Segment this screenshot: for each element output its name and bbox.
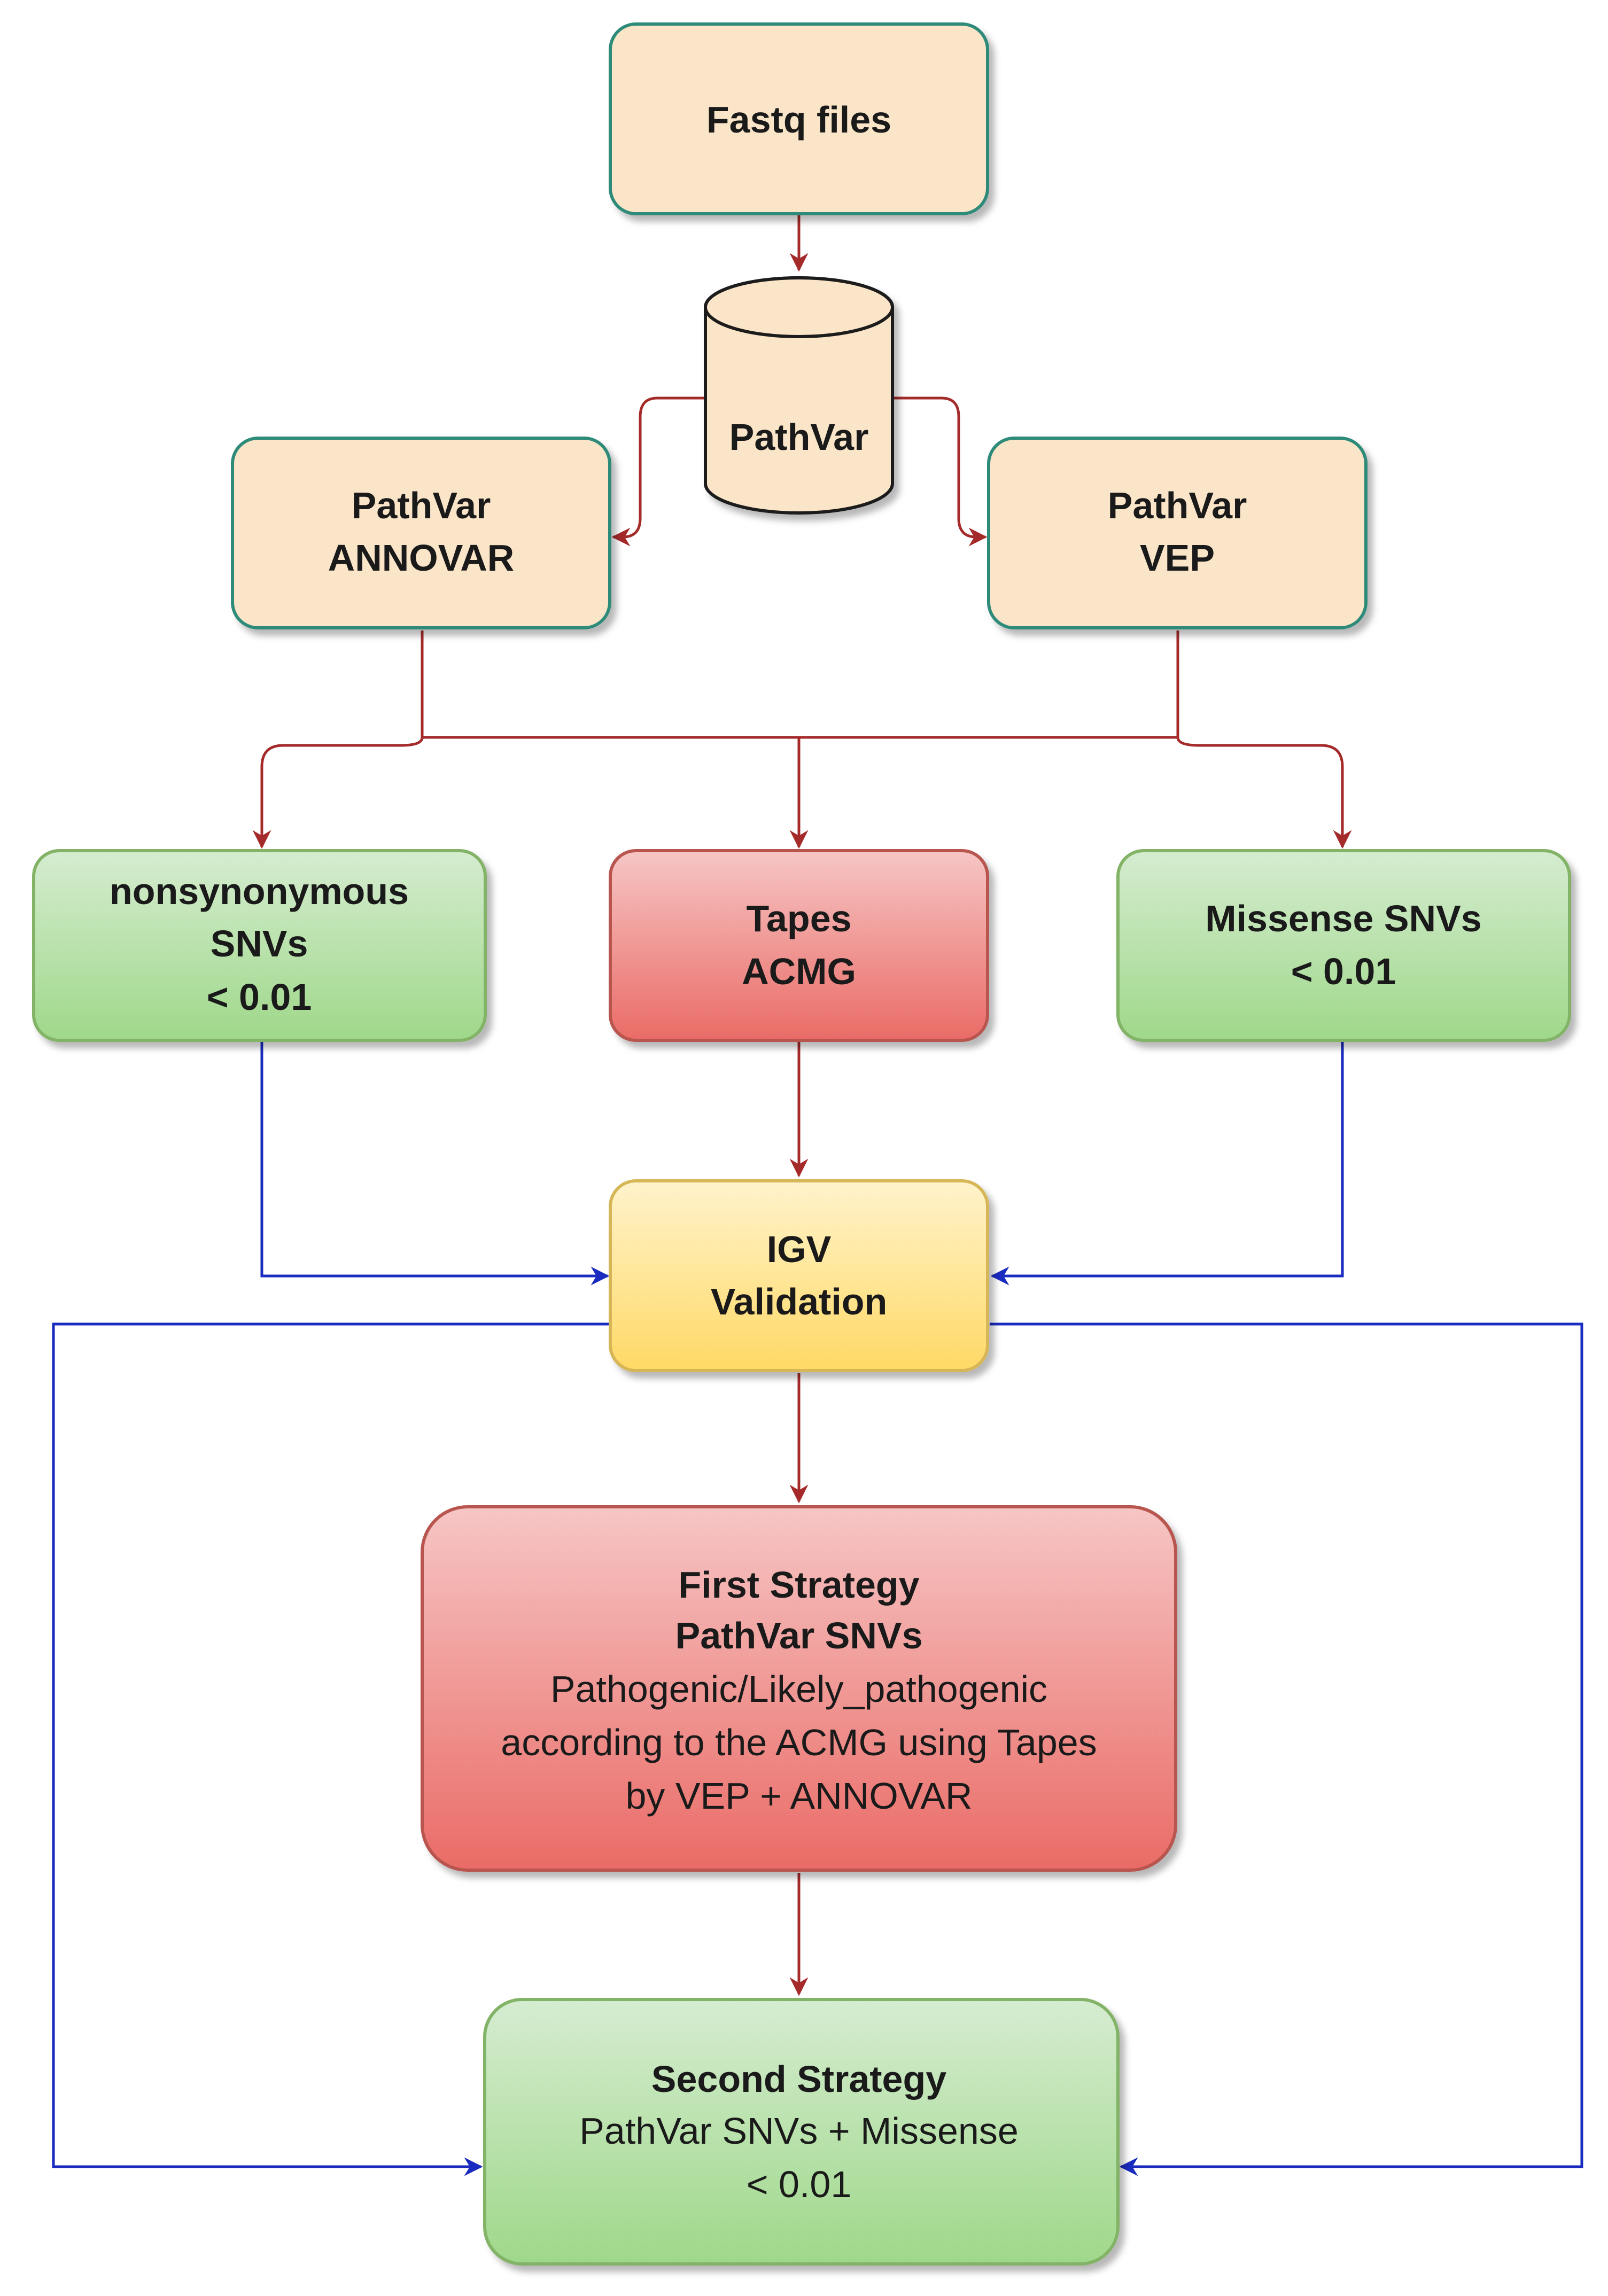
node-second-strategy: Second Strategy PathVar SNVs + Missense … (483, 1998, 1120, 2266)
node-annovar-line1: PathVar (352, 485, 491, 526)
node-fastq-label: Fastq files (706, 99, 891, 141)
node-fastq-files: Fastq files (609, 22, 989, 215)
node-first-title2: PathVar SNVs (675, 1615, 923, 1656)
node-pathvar-database: PathVar (704, 276, 894, 515)
node-first-body1: Pathogenic/Likely_pathogenic (550, 1668, 1047, 1710)
node-pathvar-annovar: PathVar ANNOVAR (231, 437, 611, 629)
node-missense-snvs: Missense SNVs < 0.01 (1116, 849, 1571, 1042)
edge-igv-right-loop-to-second (990, 1322, 1583, 2176)
node-nonsynonymous-snvs: nonsynonymous SNVs < 0.01 (32, 849, 487, 1042)
node-pathvar-db-label: PathVar (729, 416, 869, 458)
node-igv-validation: IGV Validation (609, 1179, 989, 1372)
node-missense-line1: Missense SNVs (1205, 898, 1481, 939)
node-nonsyn-line3: < 0.01 (207, 976, 312, 1018)
node-annovar-line2: ANNOVAR (328, 537, 515, 579)
node-pathvar-vep: PathVar VEP (987, 437, 1368, 629)
node-igv-line1: IGV (767, 1228, 832, 1270)
node-nonsyn-line1: nonsynonymous (110, 870, 409, 912)
node-tapes-acmg: Tapes ACMG (609, 849, 989, 1042)
connectors (52, 214, 1583, 2176)
edge-igv-left-loop-to-second (52, 1322, 610, 2176)
node-second-body2: < 0.01 (747, 2163, 852, 2205)
node-tapes-line1: Tapes (746, 898, 851, 939)
edge-merge-to-missense (1176, 737, 1352, 849)
node-second-body1: PathVar SNVs + Missense (579, 2110, 1019, 2152)
node-first-strategy: First Strategy PathVar SNVs Pathogenic/L… (421, 1505, 1177, 1872)
edge-missense-to-igv (990, 1042, 1344, 1286)
edge-merge-to-nonsyn (252, 737, 424, 849)
node-second-title: Second Strategy (651, 2058, 946, 2100)
node-first-title1: First Strategy (678, 1564, 919, 1606)
node-vep-line1: PathVar (1108, 485, 1247, 526)
node-tapes-line2: ACMG (742, 951, 856, 992)
edge-pathvar-to-annovar (611, 396, 705, 547)
node-missense-line2: < 0.01 (1291, 951, 1396, 992)
node-igv-line2: Validation (711, 1281, 888, 1322)
node-first-body2: according to the ACMG using Tapes (501, 1722, 1097, 1763)
edge-nonsyn-to-igv (260, 1042, 610, 1286)
edge-pathvar-to-vep (894, 396, 988, 547)
node-nonsyn-line2: SNVs (211, 923, 308, 964)
node-vep-line2: VEP (1140, 537, 1215, 579)
node-first-body3: by VEP + ANNOVAR (625, 1775, 972, 1817)
